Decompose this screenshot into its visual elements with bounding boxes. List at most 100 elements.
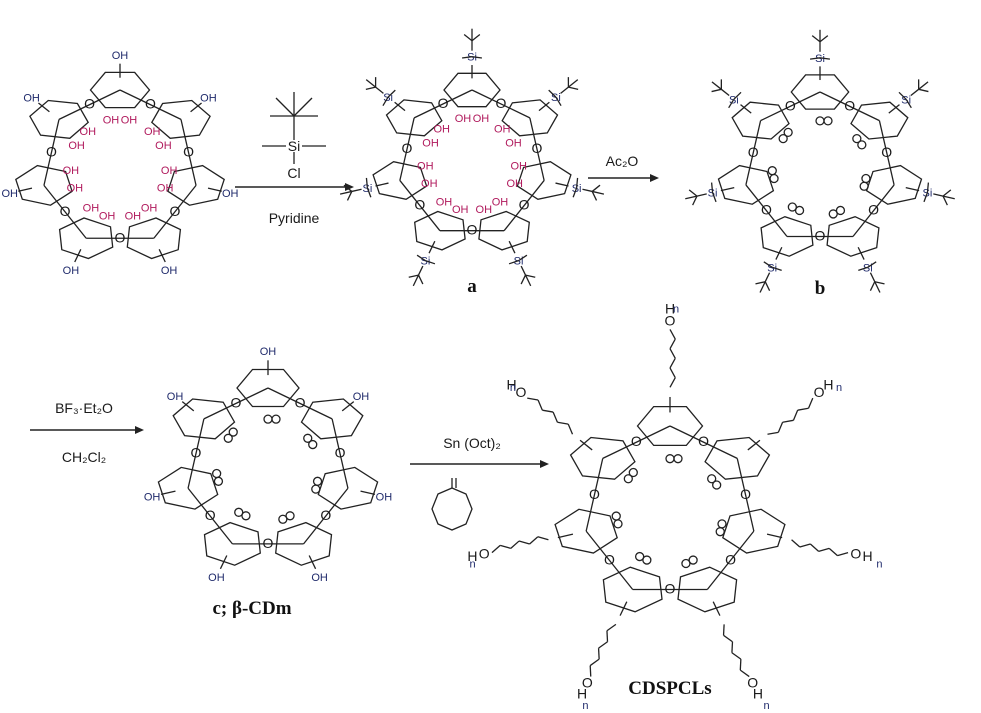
side-chain-bond [905,186,920,192]
pcl-chain-bond [589,658,600,667]
acetal-oxygen [767,166,777,176]
tbdms-methyl [755,281,766,285]
acetal-oxygen [271,414,281,424]
acetal-oxygen [228,427,238,437]
si-methyl [555,96,562,106]
pcl-chain-bond [529,536,539,545]
secondary-hydroxyl: OH [494,123,511,135]
glycosidic-oxygen: O [698,433,709,449]
si-methyl [365,177,369,188]
side-chain-bond [190,102,202,113]
pcl-chain-bond [542,409,554,413]
si-methyl [548,89,557,98]
caprolactone-structure [431,478,473,531]
secondary-hydroxyl: OH [433,123,450,135]
glucose-unit [717,164,775,205]
pcl-chain-end: H [665,300,675,316]
pcl-ester-oxygen: O [850,545,861,561]
tbdms-bond [764,272,771,282]
glucose-unit [850,101,909,140]
secondary-hydroxyl: OH [80,126,97,138]
glycosidic-oxygen: O [263,535,274,551]
tbdms-methyl [811,35,821,43]
tbdms-methyl [524,274,532,287]
si-methyl [926,182,930,193]
secondary-hydroxyl: OH [99,210,116,222]
acetal-oxygen [673,454,683,464]
glucose-unit [865,164,923,205]
pcl-chain-bond [731,641,734,653]
pcl-chain-bond [722,624,725,636]
tbdms-methyl [567,79,579,88]
tbdms-methyl [942,195,948,206]
glycosidic-oxygen: O [46,143,57,159]
secondary-hydroxyl: OH [510,160,527,172]
glycosidic-oxygen: O [414,197,425,213]
glycosidic-oxygen: O [467,222,478,238]
glucose-unit [677,566,738,613]
si-methyl [858,266,869,272]
secondary-hydroxyl: OH [476,204,493,216]
glycosidic-bond [399,117,415,181]
secondary-hydroxyl: OH [422,137,439,149]
pcl-chain-bond [797,407,809,411]
pcl-chain-end: H [577,686,587,702]
si-methyl [425,260,436,265]
tin-octoate-label: Sn (Oct)₂ [443,435,501,451]
acetal-oxygen [611,511,621,521]
glycosidic-oxygen: O [438,95,449,111]
primary-hydroxyl: OH [260,346,277,358]
glucose-unit [478,210,530,251]
pcl-chain-bond [606,623,617,632]
glucose-unit [58,217,114,260]
secondary-hydroxyl: OH [63,165,80,177]
primary-hydroxyl: OH [112,50,129,62]
glycosidic-oxygen: O [295,394,306,410]
si-methyl [905,98,912,109]
glycosidic-oxygen: O [115,229,126,245]
glycosidic-bond [203,387,269,420]
glucose-unit [826,216,880,257]
si-methyl [382,96,389,106]
side-chain-bond [207,187,222,192]
boron-trifluoride-label: BF₃·Et₂O [55,400,113,416]
pcl-chain-end: H [823,377,833,393]
pcl-ester-oxygen: O [516,384,527,400]
glycosidic-bond [852,184,895,237]
glycosidic-oxygen: O [725,551,736,567]
glycosidic-oxygen: O [665,580,676,596]
glycosidic-bond [187,418,205,489]
dichloromethane-label: CH₂Cl₂ [62,449,106,465]
glycosidic-oxygen: O [631,433,642,449]
glycosidic-bond [602,425,671,459]
side-chain-bond [160,490,176,496]
arrow-step-1: Si Cl Pyridine [235,92,354,226]
primary-hydroxyl: OH [1,188,18,200]
tbdms-methyl [711,81,722,90]
glycosidic-oxygen: O [815,227,826,243]
arrow-step-3: BF₃·Et₂O CH₂Cl₂ [30,400,144,465]
pcl-chain-bond [792,409,799,421]
pcl-chain-bond [837,552,849,557]
si-methyl [518,254,528,262]
glucose-unit [704,436,771,480]
si-methyl [508,260,519,265]
tbdms-methyl [874,281,881,293]
glucose-unit [372,161,428,200]
glycosidic-bond [303,487,349,545]
acetal-oxygen [859,181,869,191]
side-chain-bond [538,101,550,112]
repeat-unit-n: n [836,382,842,394]
tbdms-bond [910,88,920,97]
repeat-unit-n: n [673,303,679,315]
tbdms-methyl [346,191,353,201]
acetal-oxygen [263,414,273,424]
side-chain-bond [857,246,865,260]
pcl-chain-bond [739,659,742,671]
label-b: b [815,278,826,299]
glycosidic-oxygen: O [748,144,759,160]
primary-hydroxyl: OH [376,491,393,503]
glucose-unit [722,508,786,554]
pcl-ester-oxygen: O [665,312,676,328]
